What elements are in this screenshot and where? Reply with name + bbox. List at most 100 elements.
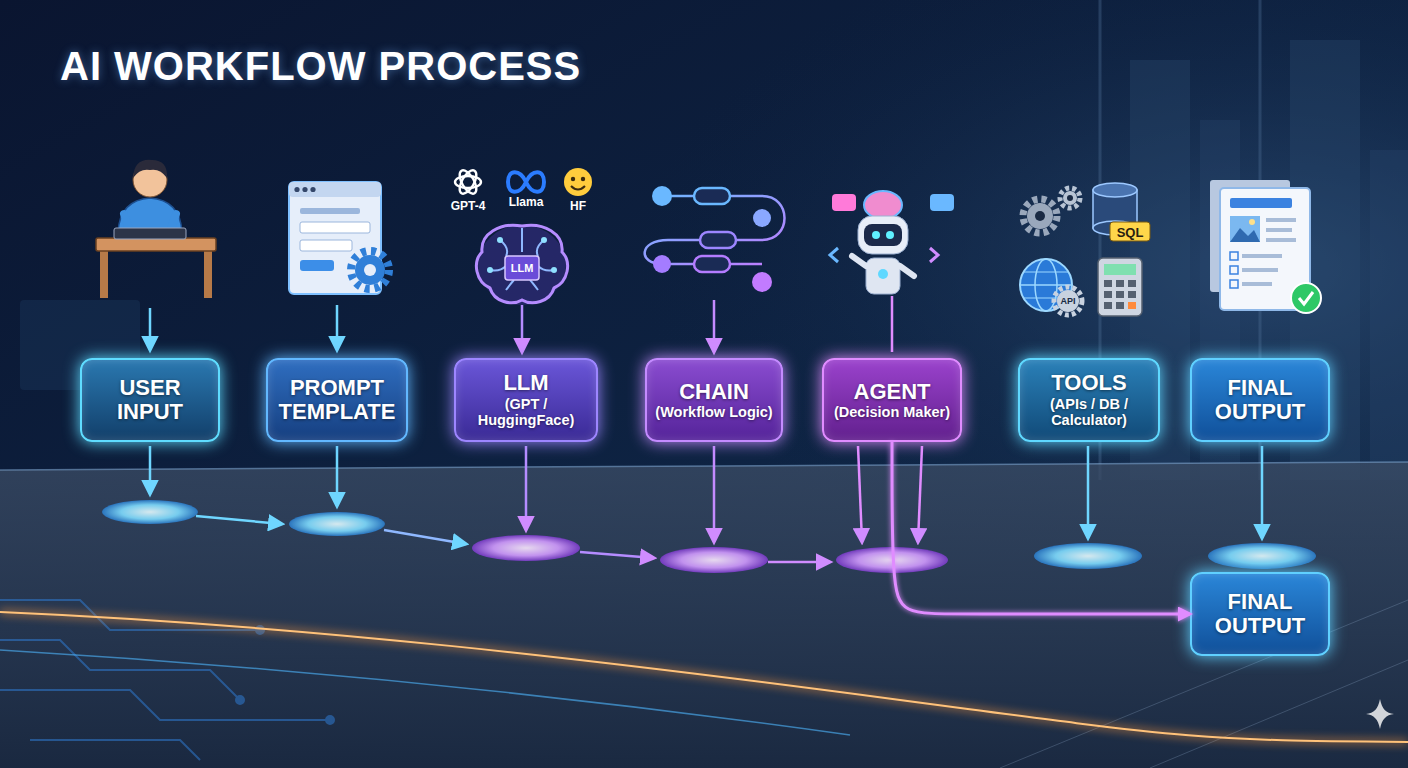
template-window-icon (355, 255, 385, 285)
process-box: CHAIN(Workflow Logic) (645, 358, 783, 442)
tools-icon (1116, 291, 1124, 298)
flow-arrow (892, 442, 1190, 614)
tools-icon (1104, 302, 1112, 309)
platform-arrows (858, 446, 862, 542)
user-at-desk-icon (96, 238, 216, 251)
box-heading: FINAL OUTPUT (1199, 590, 1321, 638)
template-window-icon (289, 182, 389, 294)
tools-icon (1116, 280, 1124, 287)
brain-icon (476, 225, 567, 302)
robot-agent-icon (878, 269, 888, 279)
platform-arrows (1087, 446, 1090, 538)
icon-arrows (149, 308, 152, 350)
user-at-desk-icon (114, 228, 186, 239)
tools-icon (1060, 188, 1080, 208)
output-document-icon (1291, 283, 1321, 313)
title-underline (60, 100, 622, 101)
platform-discs (102, 500, 198, 524)
circuit-traces (326, 716, 334, 724)
flow-arrow (598, 399, 645, 402)
tools-icon (1024, 271, 1068, 272)
brain-icon (476, 225, 567, 352)
template-window-icon (289, 182, 381, 197)
box-heading: LLM (503, 371, 548, 395)
user-at-desk-icon (100, 250, 108, 298)
tools-icon (1128, 302, 1136, 309)
box-heading: PROMPT TEMPLATE (275, 376, 399, 424)
flow-arrow (962, 387, 1018, 390)
output-document-icon (1242, 282, 1272, 286)
flow-connector-group (783, 400, 822, 401)
platform-arrows (580, 552, 654, 558)
box-subtitle: (GPT / HuggingFace) (463, 396, 589, 428)
output-document-icon (1230, 280, 1238, 288)
icon-label: LLM (511, 262, 534, 274)
table-surface (0, 462, 1408, 768)
robot-agent-icon (866, 258, 900, 294)
box-subtitle: (Decision Maker) (834, 404, 950, 420)
tools-icon (1027, 203, 1053, 229)
user-at-desk-icon (118, 198, 182, 232)
robot-agent-icon (832, 194, 856, 211)
sparkle-watermark (1366, 699, 1394, 729)
platform-discs (1034, 543, 1142, 569)
flow-arrow (220, 399, 266, 402)
flow-connector-group (408, 400, 454, 401)
output-document-icon (1210, 180, 1321, 313)
output-document-icon (1266, 238, 1296, 242)
robot-agent-icon (930, 194, 954, 211)
model-logos (581, 177, 585, 181)
brain-icon (490, 228, 554, 290)
box-subtitle: (Workflow Logic) (655, 404, 772, 420)
box-heading: AGENT (854, 380, 931, 404)
chain-flow-icon (694, 256, 730, 272)
template-window-icon (300, 240, 352, 251)
tools-icon (1104, 264, 1136, 275)
sparkle-watermark (1366, 699, 1394, 729)
template-window-icon (351, 251, 389, 289)
output-document-icon (1266, 228, 1292, 232)
box-heading: CHAIN (679, 380, 749, 404)
glow-line (0, 650, 850, 735)
platform-discs (102, 500, 1316, 573)
tools-icon (1104, 280, 1112, 287)
flow-connector-group (962, 412, 1018, 413)
brain-icon (551, 267, 557, 273)
flow-arrow (962, 411, 1018, 414)
platform-arrows (768, 561, 830, 564)
template-window-icon (300, 222, 370, 233)
output-document-icon (1230, 266, 1238, 274)
tools-icon (1054, 287, 1082, 315)
icon-label: GPT-4 (451, 199, 486, 213)
icon-label: Llama (509, 195, 544, 209)
process-box: FINAL OUTPUT (1190, 358, 1330, 442)
model-logos (571, 177, 575, 181)
tools-icon (1020, 284, 1072, 286)
table-surface (0, 462, 1408, 470)
circuit-traces (30, 740, 200, 760)
tools-icon (1020, 183, 1150, 316)
table-surface (1150, 660, 1408, 768)
process-box: LLM(GPT / HuggingFace) (454, 358, 598, 442)
tools-icon (1023, 199, 1057, 233)
template-window-icon (294, 187, 299, 192)
icon-label: HF (570, 199, 586, 213)
platform-arrows (150, 446, 1262, 562)
brain-icon (487, 267, 493, 273)
platform-discs (660, 547, 768, 573)
user-at-desk-icon (133, 160, 167, 178)
template-window-icon (310, 187, 315, 192)
tools-icon (1116, 302, 1124, 309)
chain-flow-icon (752, 272, 772, 292)
robot-agent-icon (830, 191, 954, 352)
flow-connector-group (220, 400, 266, 401)
flow-arrow (1160, 399, 1190, 402)
output-document-icon (1242, 268, 1278, 272)
tools-icon (1093, 183, 1137, 197)
flow-arrow (783, 399, 822, 402)
robot-agent-icon (900, 266, 914, 276)
table-surface (0, 462, 1408, 768)
